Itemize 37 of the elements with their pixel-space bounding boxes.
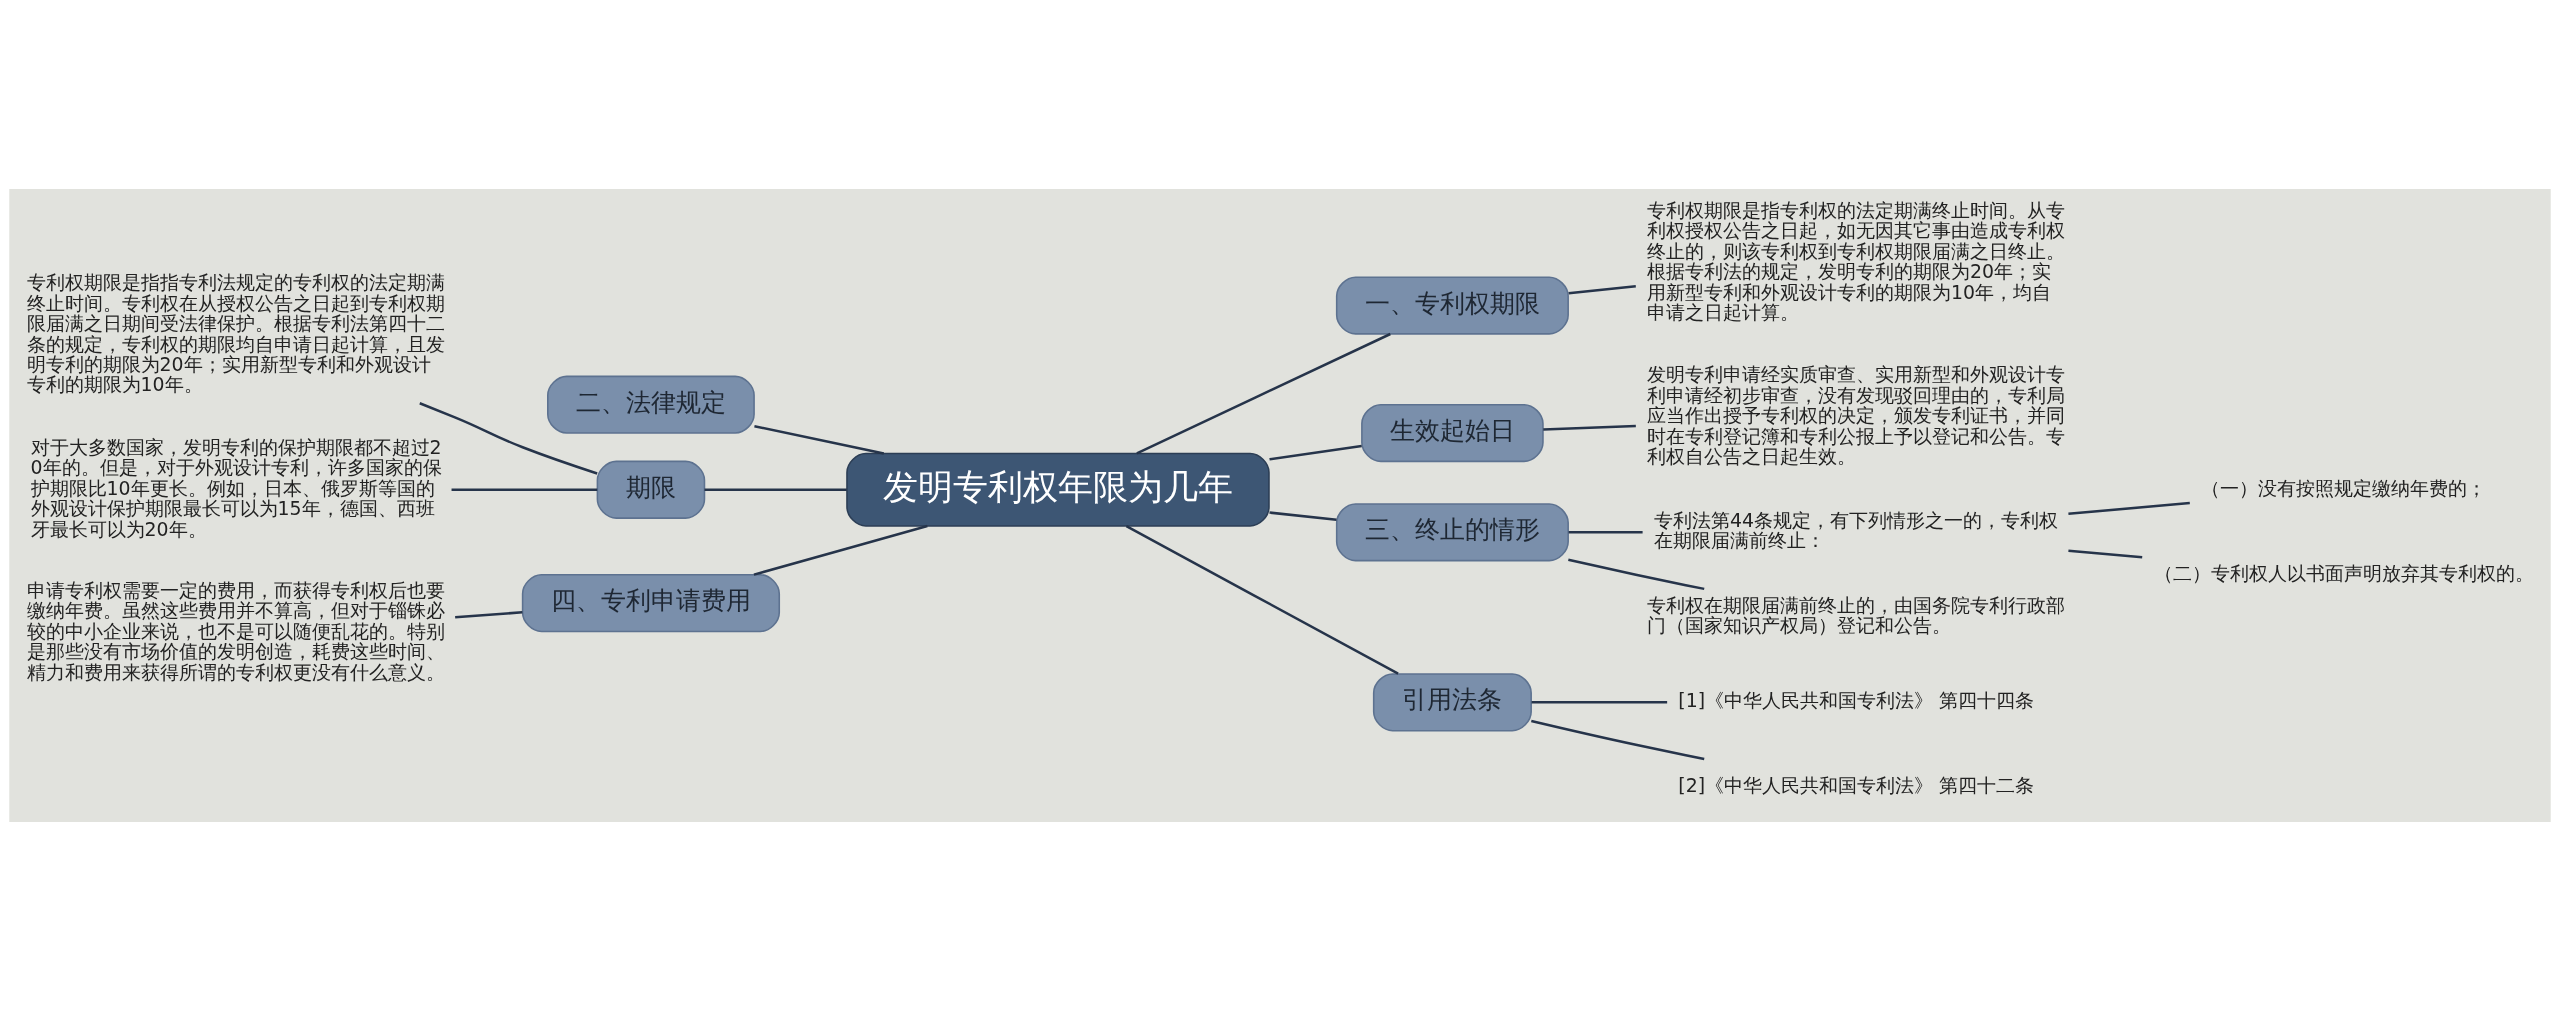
connector bbox=[1269, 511, 1337, 522]
node-box: 期限 bbox=[596, 460, 706, 519]
node-box: 发明专利权年限为几年 bbox=[846, 452, 1270, 527]
connector bbox=[2068, 501, 2190, 515]
node-box: 引用法条 bbox=[1372, 673, 1532, 732]
connector bbox=[1125, 524, 1399, 675]
connector bbox=[1543, 424, 1636, 431]
connector bbox=[1568, 558, 1705, 591]
connector bbox=[451, 488, 598, 491]
node-text: 申请专利权需要一定的费用，而获得专利权后也要缴纳年费。虽然这些费用并不算高，但对于锱铢必较的中小企业来说，也不是可以随便乱花的。特别是那些没有市场价值的发明创造，耗费这些时间、精力和费用来获得所谓的专利权更没有什么意义。 bbox=[26, 578, 445, 683]
node-box: 一、专利权期限 bbox=[1335, 276, 1569, 335]
node-box: 四、专利申请费用 bbox=[521, 574, 781, 633]
connector bbox=[419, 402, 598, 475]
node-text: [2]《中华人民共和国专利法》 第四十二条 bbox=[1678, 774, 2035, 797]
connector bbox=[2068, 549, 2143, 559]
node-text: 专利法第44条规定，有下列情形之一的，专利权在期限届满前终止： bbox=[1653, 508, 2059, 552]
node-text: 专利权在期限届满前终止的，由国务院专利行政部门（国家知识产权局）登记和公告。 bbox=[1646, 593, 2065, 637]
node-text: 专利权期限是指专利权的法定期满终止时间。从专利权授权公告之日起，如无因其它事由造成专利权终止的，则该专利权到专利权期限届满之日终止。根据专利法的规定，发明专利的期限为20年；实用新型专利和外观设计专利的期限为10年，均自申请之日起计算。 bbox=[1646, 198, 2065, 324]
node-box: 生效起始日 bbox=[1361, 403, 1544, 463]
node-text: 专利权期限是指指专利法规定的专利权的法定期满终止时间。专利权在从授权公告之日起到专利权期限届满之日期间受法律保护。根据专利法第四十二条的规定，专利权的期限均自申请日起计算，且发明专利的期限为20年；实用新型专利和外观设计专利的期限为10年。 bbox=[26, 271, 445, 396]
node-text: （一）没有按照规定缴纳年费的； bbox=[2201, 476, 2487, 499]
connector bbox=[1531, 719, 1705, 761]
connector bbox=[704, 488, 847, 491]
node-text: （二）专利权人以书面声明放弃其专利权的。 bbox=[2153, 561, 2534, 584]
connector bbox=[753, 524, 928, 576]
connector bbox=[1136, 332, 1391, 455]
connector bbox=[455, 611, 523, 619]
connector bbox=[1531, 701, 1668, 704]
node-text: [1]《中华人民共和国专利法》 第四十四条 bbox=[1678, 689, 2035, 712]
node-text: 对于大多数国家，发明专利的保护期限都不超过20年的。但是，对于外观设计专利，许多国家的保护期限比10年更长。例如，日本、俄罗斯等国的外观设计保护期限最长可以为15年，德国、西班牙最长可以为20年。 bbox=[30, 435, 442, 540]
node-box: 三、终止的情形 bbox=[1335, 503, 1569, 562]
connector bbox=[1568, 531, 1643, 534]
connector bbox=[1568, 284, 1636, 295]
connector bbox=[1269, 444, 1362, 461]
node-box: 二、法律规定 bbox=[547, 375, 755, 434]
connector bbox=[754, 424, 885, 455]
node-text: 发明专利申请经实质审查、实用新型和外观设计专利申请经初步审查，没有发现驳回理由的，专利局应当作出授予专利权的决定，颁发专利证书，并同时在专利登记簿和专利公报上予以登记和公告。专利权自公告之日起生效。 bbox=[1646, 363, 2065, 468]
